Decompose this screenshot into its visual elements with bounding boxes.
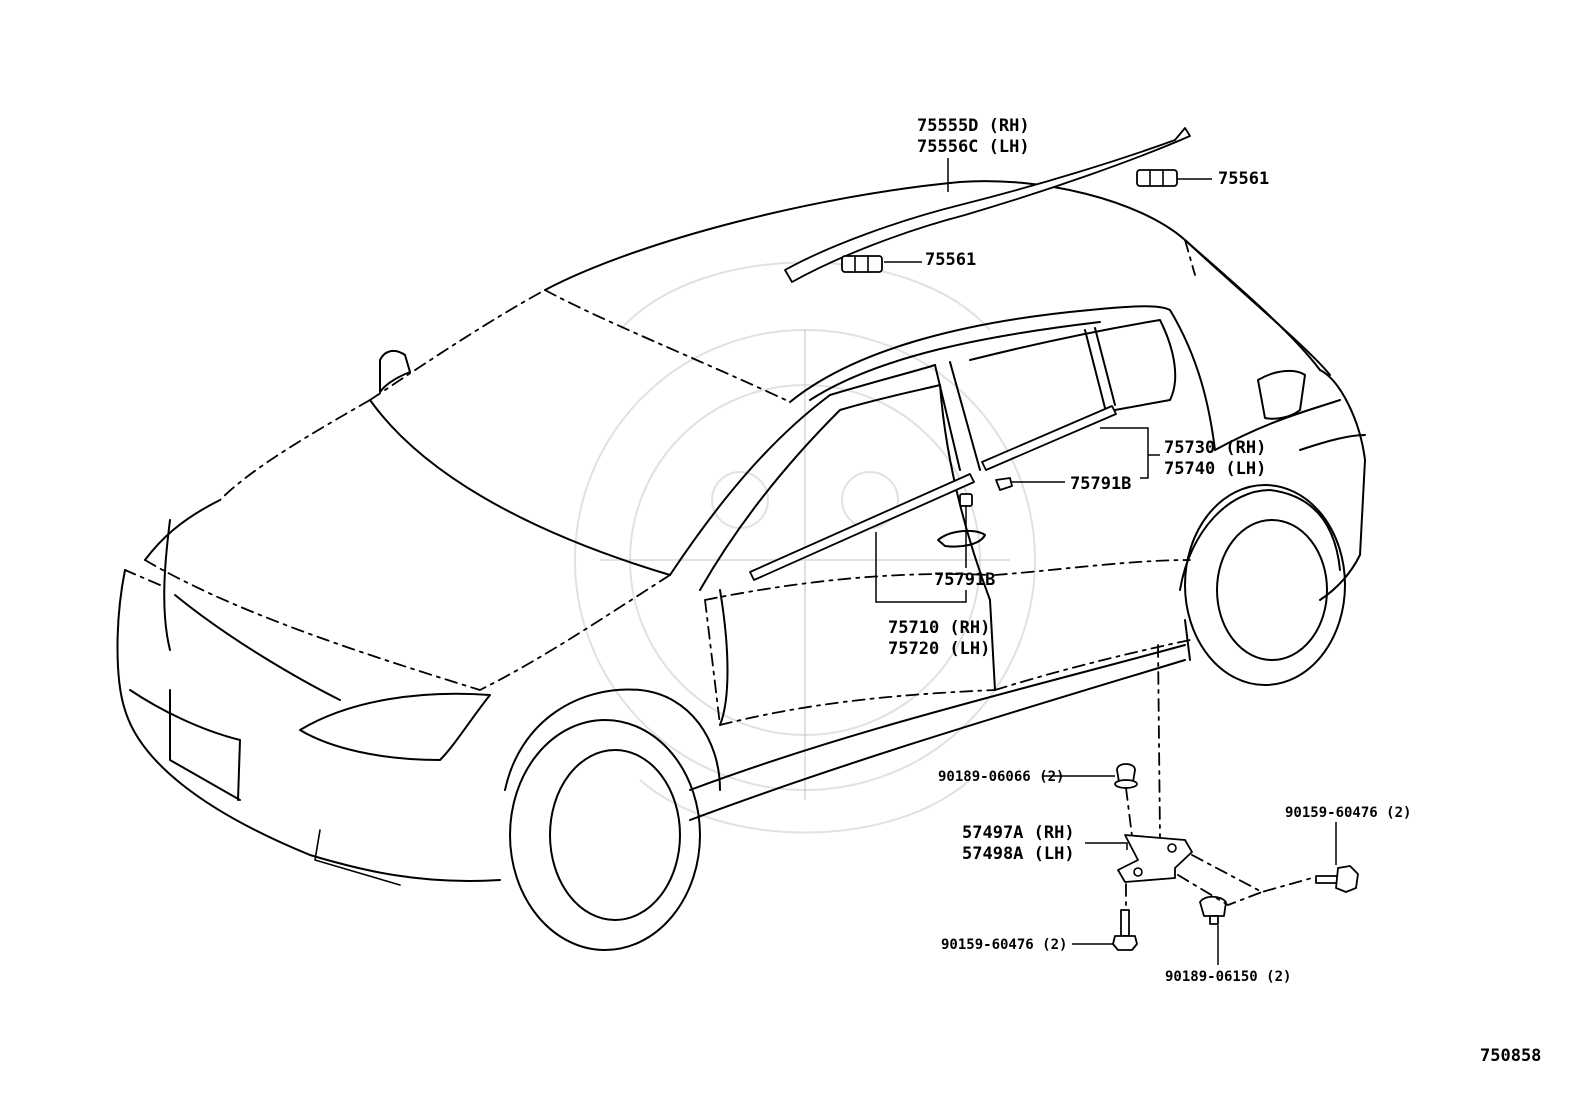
label-rear-belt-rh: 75730 (RH) (1164, 438, 1267, 458)
bolt-right (1315, 865, 1359, 893)
front-belt-molding (749, 473, 975, 581)
car-body (116, 180, 1366, 951)
label-front-clip: 75791B (934, 570, 996, 590)
clip-90189-06150 (1199, 895, 1227, 925)
label-roof-clip-right: 75561 (1218, 169, 1270, 189)
clip-90189-06066 (1114, 763, 1138, 789)
label-rear-clip: 75791B (1070, 474, 1132, 494)
rear-belt-molding (981, 405, 1117, 471)
label-bracket-lh: 57498A (LH) (962, 844, 1075, 864)
label-clip-bottom: 90189-06150 (2) (1165, 969, 1292, 985)
front-belt-clip (959, 493, 973, 507)
roof-molding (784, 127, 1191, 283)
label-roof-molding-rh: 75555D (RH) (917, 116, 1030, 136)
label-roof-molding-lh: 75556C (LH) (917, 137, 1030, 157)
label-front-belt-rh: 75710 (RH) (888, 618, 991, 638)
leader-lines (875, 158, 1337, 965)
roof-clip-left (841, 255, 883, 273)
label-bolt-bottom: 90159-60476 (2) (941, 937, 1068, 953)
bolt-bottom (1112, 909, 1138, 951)
label-bracket-rh: 57497A (RH) (962, 823, 1075, 843)
label-rear-belt-lh: 75740 (LH) (1164, 459, 1267, 479)
label-clip-top: 90189-06066 (2) (938, 769, 1065, 785)
sill-bracket (1117, 834, 1193, 883)
diagram-number: 750858 (1480, 1046, 1542, 1066)
label-bolt-right: 90159-60476 (2) (1285, 805, 1412, 821)
roof-clip-right (1136, 169, 1178, 187)
label-front-belt-lh: 75720 (LH) (888, 639, 991, 659)
label-roof-clip-left: 75561 (925, 250, 977, 270)
rear-belt-clip (995, 477, 1013, 491)
